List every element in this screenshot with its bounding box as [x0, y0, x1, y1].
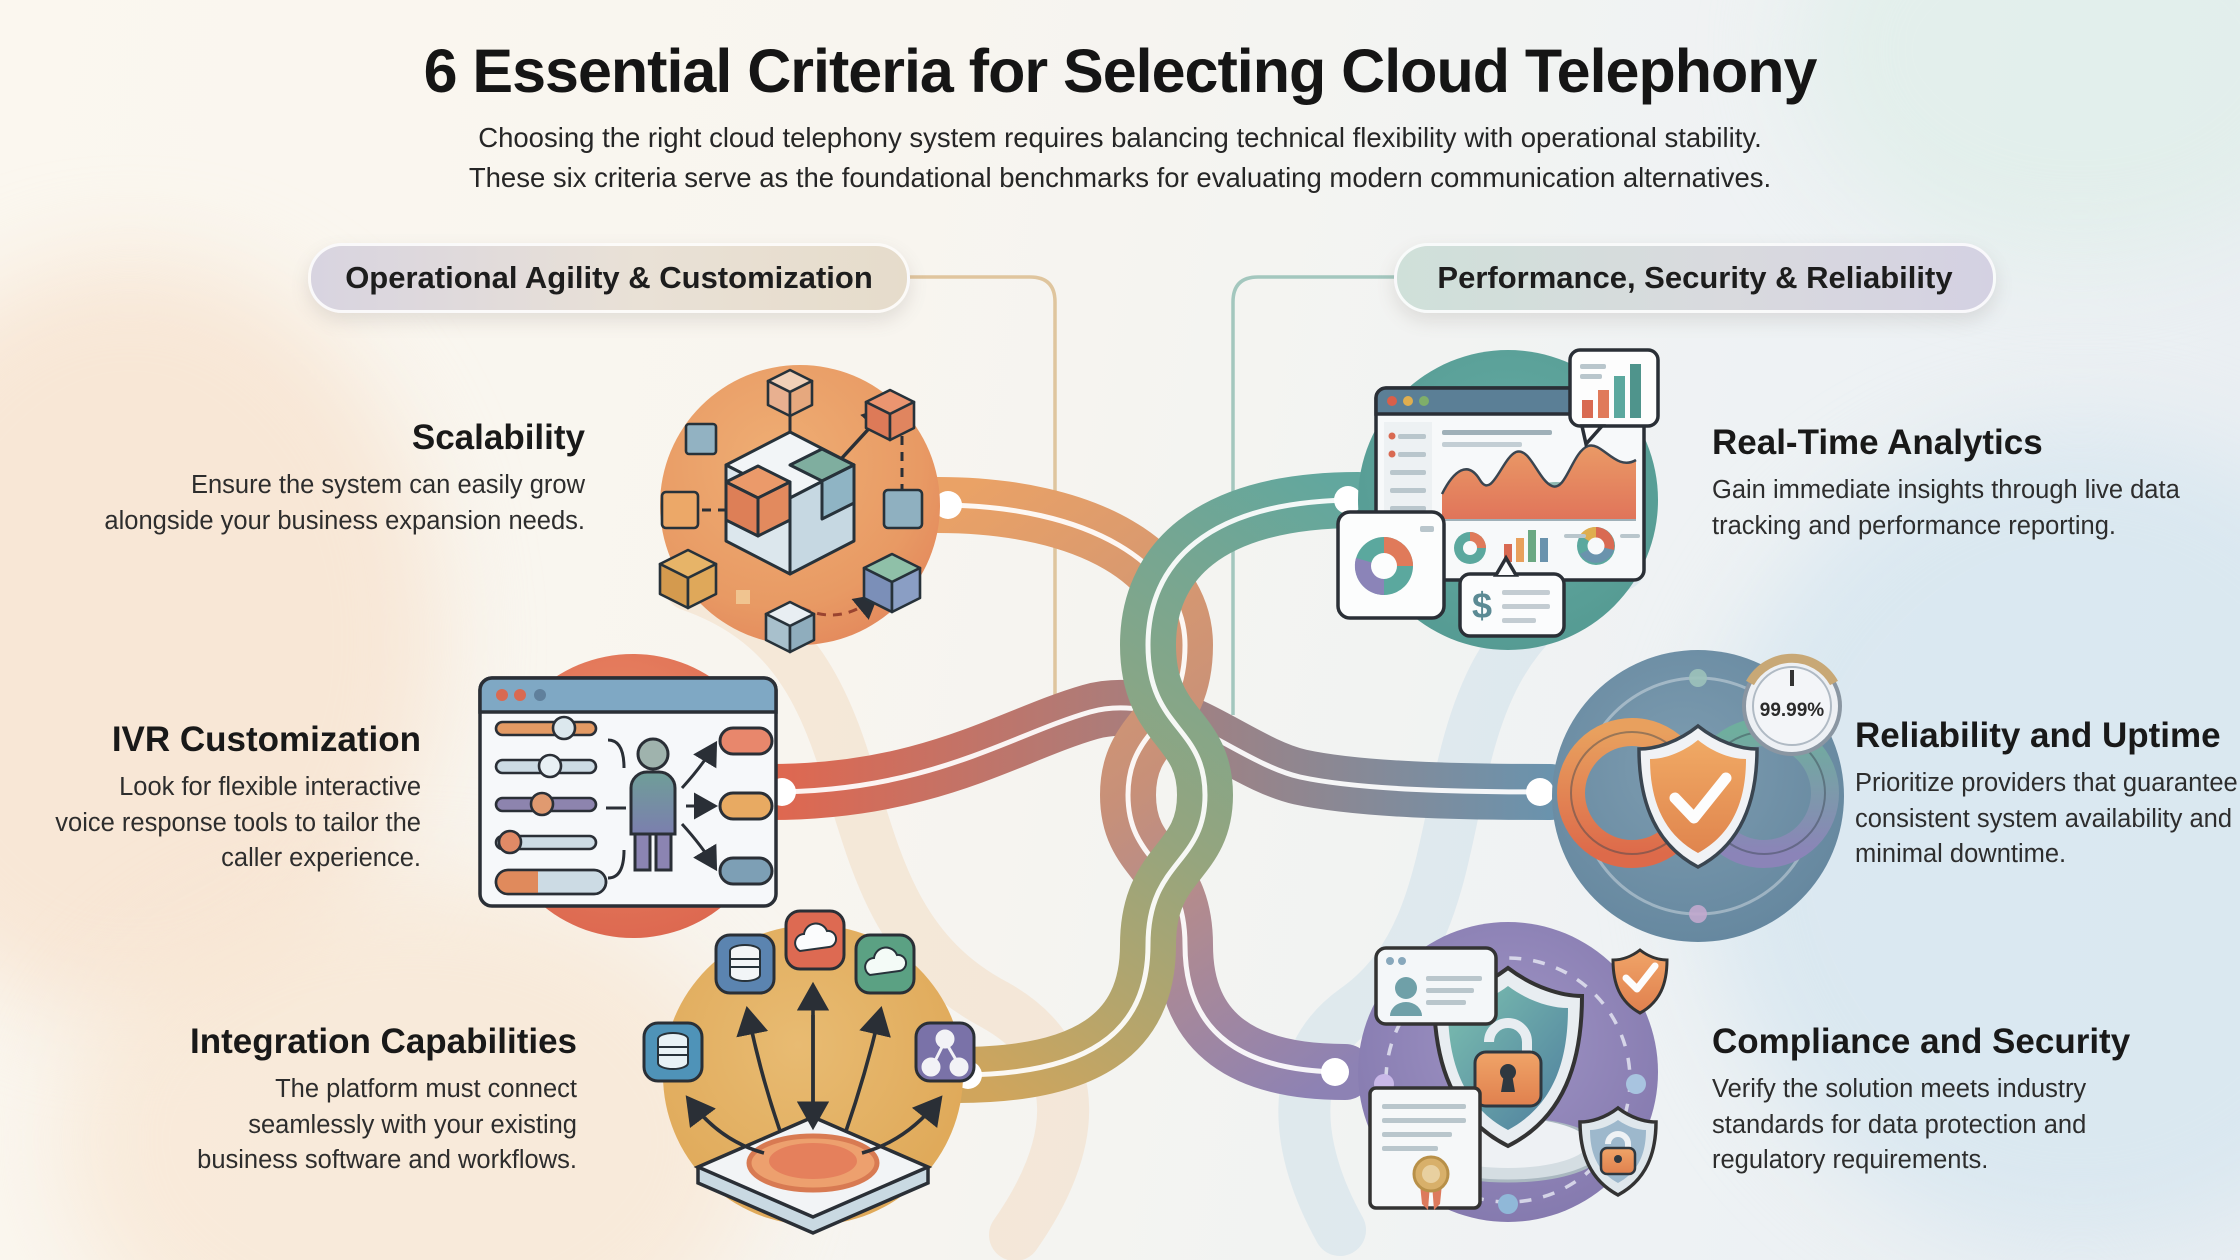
- subtitle-line-1: Choosing the right cloud telephony syste…: [478, 122, 1762, 153]
- criterion-description: Look for flexible interactive voice resp…: [55, 773, 421, 873]
- criterion-title: Scalability: [411, 418, 585, 457]
- criterion-title: Compliance and Security: [1712, 1022, 2131, 1061]
- analytics-dashboard-icon: $: [1318, 342, 1678, 662]
- cube-blocks-icon: [640, 340, 960, 670]
- security-shields-icon: [1318, 912, 1688, 1247]
- criterion-title: Real-Time Analytics: [1712, 423, 2043, 462]
- criterion-compliance-security: Compliance and Security Verify the solut…: [1712, 1022, 2182, 1179]
- right-pill-connector-line: [1231, 275, 1395, 715]
- criterion-description: The platform must connect seamlessly wit…: [197, 1075, 577, 1175]
- subtitle-line-2: These six criteria serve as the foundati…: [468, 162, 1772, 193]
- criterion-title: Reliability and Uptime: [1855, 716, 2221, 755]
- category-pill-left: Operational Agility & Customization: [308, 243, 910, 313]
- svg-text:$: $: [1472, 585, 1492, 626]
- integration-hub-icon: [628, 905, 988, 1250]
- ribbon-scalability-centerline: [937, 502, 1346, 1075]
- ivr-flow-window-icon: [448, 648, 808, 948]
- criterion-real-time-analytics: Real-Time Analytics Gain immediate insig…: [1712, 423, 2240, 544]
- criterion-title: Integration Capabilities: [190, 1022, 577, 1061]
- criterion-description: Verify the solution meets industry stand…: [1712, 1075, 2087, 1175]
- certificate-glyph: [1368, 1086, 1482, 1210]
- criterion-reliability-uptime: Reliability and Uptime Prioritize provid…: [1855, 716, 2240, 873]
- criterion-title: IVR Customization: [111, 720, 421, 759]
- pale-strand-left: [664, 559, 1090, 1260]
- category-pill-right-label: Performance, Security & Reliability: [1437, 260, 1953, 295]
- criterion-description: Ensure the system can easily grow alongs…: [104, 471, 585, 535]
- left-pill-connector-line: [905, 275, 1057, 715]
- criterion-scalability: Scalability Ensure the system can easily…: [85, 418, 585, 539]
- category-pill-right: Performance, Security & Reliability: [1394, 243, 1996, 313]
- uptime-badge-value: 99.99%: [1760, 700, 1825, 721]
- criterion-description: Gain immediate insights through live dat…: [1712, 476, 2180, 540]
- page-title: 6 Essential Criteria for Selecting Cloud…: [423, 37, 1818, 105]
- criterion-integration-capabilities: Integration Capabilities The platform mu…: [165, 1022, 577, 1179]
- criterion-ivr-customization: IVR Customization Look for flexible inte…: [55, 720, 421, 877]
- category-pill-left-label: Operational Agility & Customization: [345, 260, 873, 295]
- id-card-glyph: [1374, 946, 1498, 1026]
- uptime-badge: 99.99%: [1742, 653, 1842, 756]
- ribbon-analytics-centerline: [957, 497, 1359, 1078]
- criterion-description: Prioritize providers that guarantee cons…: [1855, 769, 2238, 869]
